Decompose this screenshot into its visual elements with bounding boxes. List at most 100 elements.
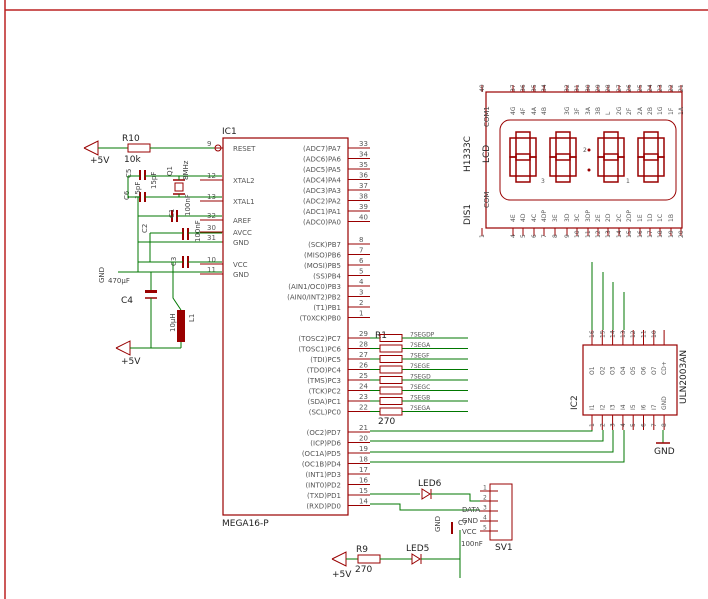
r1-net-label: 7SEGE [410,363,430,370]
ic1-pin-label: (SS)PB4 [313,273,341,281]
display-seg-label: 2B [647,107,654,115]
display-seg-label: 2C [616,214,623,222]
digit-segment [597,156,605,177]
ic2-in-label: I7 [651,404,658,410]
display-pin-num: 28 [605,84,612,92]
r1-resistor-array: R1 270 7SEGDP7SEGA7SEGF7SEGE7SEGD7SEGC7S… [370,331,468,427]
display-com: COM [483,192,491,208]
ic1-pin-label: (ICP)PD6 [310,440,341,448]
display-pin-num: 13 [605,230,612,238]
ic1-pin-label: AVCC [233,229,252,237]
ic1-pin-num: 23 [359,393,368,401]
c3-name: C3 [170,257,178,266]
sv1-name: SV1 [495,543,513,553]
ic2-out-label: O2 [599,366,606,375]
c4-capacitor: 470µF C4 [108,272,157,348]
ic1-pin-label: (TOSC2)PC7 [298,335,341,343]
ic1-name: IC1 [222,127,237,137]
display-pin-num: 17 [647,230,654,238]
ic2-in-num: 2 [599,423,606,427]
ic1-pin-label: RESET [233,145,256,153]
digit-segment [643,153,659,161]
ic1-pin-label: GND [233,239,249,247]
display-value: H1333C [463,136,473,172]
sv1-label-gnd: GND [462,517,478,525]
ic1-pin-label: (AIN1/OC0)PB3 [288,283,341,291]
sv1-label-vcc: VCC [462,528,477,536]
digit-segment [603,175,619,183]
gnd-label-mid: GND [434,516,442,532]
ic1-pin-num: 24 [359,383,368,391]
c7-value: 100nF [461,540,483,548]
digit-segment [637,137,645,158]
digit-segment [529,156,537,177]
display-pin-num: 23 [657,84,664,92]
c2-capacitor: C2 100nF [141,220,202,242]
ic2-in-label: I2 [599,404,606,410]
display-seg-label: 3D [564,213,571,222]
display-pin-num: 8 [552,234,559,238]
ic1-pin-label: AREF [233,217,251,225]
l1-inductor: 10µH L1 [169,262,196,348]
ic1-pin-label: (ADC1)PA1 [303,208,341,216]
ic1-pin-num: 38 [359,193,368,201]
ic1-pin-num: 39 [359,203,368,211]
display-seg-label: 4D [520,213,527,222]
vcc-arrow-r9 [331,551,347,567]
ic1-pin-num: 4 [359,278,364,286]
sv1-body [489,483,513,541]
ic1-pin-num: 28 [359,341,368,349]
display-pin-num: 16 [637,230,644,238]
sv1-pin-num: 2 [483,495,487,502]
ic2-value: ULN2003AN [679,350,689,404]
ic1-pin-label: (TXD)PD1 [307,492,341,500]
c5-name: C5 [125,169,133,178]
ic1-pin-num: 37 [359,182,368,190]
vcc-label-top: +5V [90,156,110,166]
r1-net-label: 7SEGC [410,384,430,391]
led6-diode [421,488,431,500]
display-seg-label: 4C [531,214,538,222]
display-pin-num: 34 [541,84,548,92]
ic1-pin-label: VCC [233,261,248,269]
vcc-label-bottom: +5V [121,357,141,367]
c2-value: 100nF [194,220,202,242]
c2-name: C2 [141,224,149,233]
display-seg-label: 2A [637,106,644,115]
ic1-pin-num: 19 [359,445,368,453]
digit-segment [569,137,577,158]
ic1-pin-label: (RXD)PD0 [306,503,341,511]
r1-element [379,397,403,405]
display-pin-num: 24 [647,84,654,92]
ic2-out-label: O6 [641,366,648,375]
ic1-pin-label: (INT0)PD2 [305,482,341,490]
display-com1: COM1 [483,106,491,127]
ic1-pin-num: 5 [359,268,363,276]
ic1-pin-label: (ADC5)PA5 [303,166,341,174]
display-pin-num: 22 [668,84,675,92]
r10-value: 10k [124,155,141,165]
ic1-pin-num: 21 [359,424,368,432]
ic1-pin-label: (ADC6)PA6 [303,156,342,164]
ic1-pin-label: (T1)PB1 [313,304,341,312]
q1-name: Q1 [166,166,174,176]
display-pin-num: 35 [531,84,538,92]
display-lcd: LCD [482,145,492,163]
r1-value: 270 [378,417,395,427]
ic1-pin-label: (SCL)PC0 [309,409,341,417]
c5-value: 15pF [150,172,158,189]
ic1-pin-num: 31 [207,234,216,242]
c1-capacitor: C1 100nF [168,194,192,222]
ic1-pin-num: 36 [359,172,368,180]
ic2-in-num: 7 [651,423,658,427]
display-pin-num: 5 [520,234,527,238]
r9-name: R9 [356,545,368,555]
vcc-arrow-bottom [115,340,131,356]
ic2-in-label: I4 [620,404,627,410]
ic1-pin-num: 20 [359,435,368,443]
ic1-mega16: IC1 MEGA16-P 9RESET12XTAL213XTAL132AREF3… [200,127,370,529]
sv1-pin-num: 3 [483,505,487,512]
r1-element [379,386,403,395]
display-seg-label: 1A [678,106,685,115]
